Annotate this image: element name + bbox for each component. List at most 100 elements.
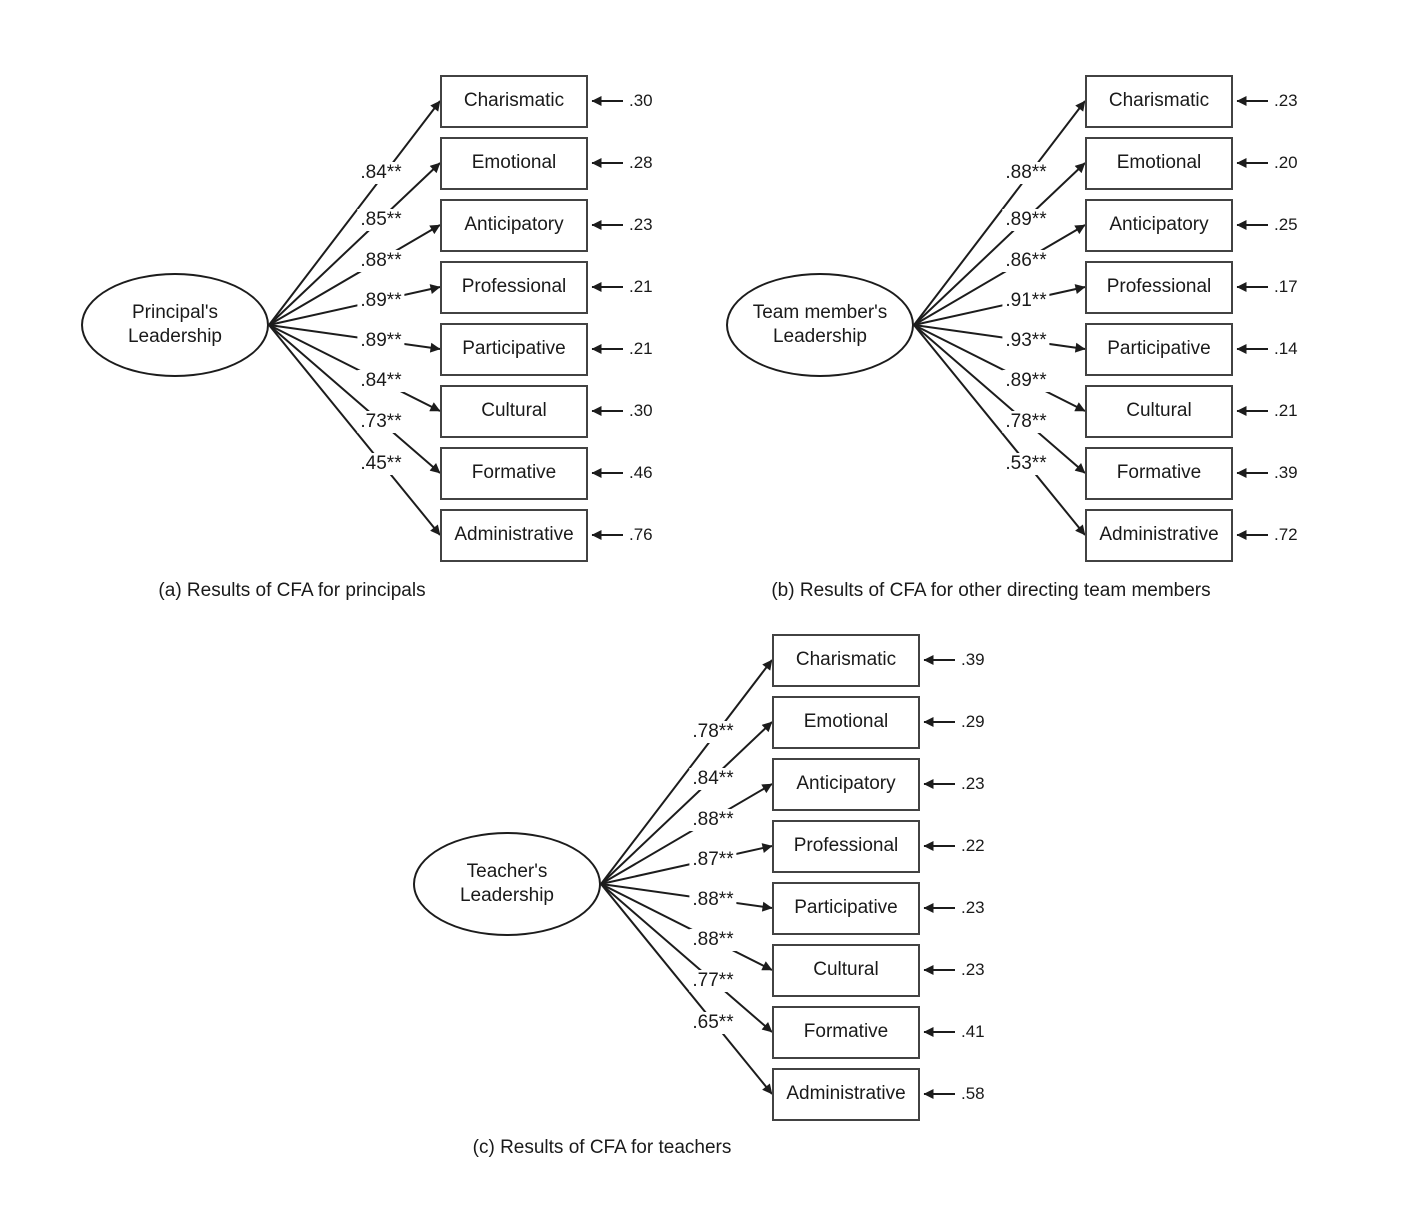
loading-arrow (268, 162, 441, 326)
loading-label: .65** (689, 1012, 737, 1034)
error-value: .29 (961, 712, 985, 731)
indicator-box-emotional: Emotional (1085, 136, 1233, 190)
indicator-label: Professional (793, 835, 899, 856)
latent-label-line2: Leadership (459, 885, 555, 906)
loading-label: .53** (1002, 453, 1050, 475)
indicator-box-emotional: Emotional (772, 695, 920, 749)
indicator-box-cultural: Cultural (440, 384, 588, 438)
indicator-box-administrative: Administrative (1085, 508, 1233, 562)
error-value: .21 (629, 339, 653, 358)
indicator-label: Anticipatory (1109, 214, 1209, 235)
loading-arrow (913, 324, 1086, 474)
loading-arrow (913, 324, 1086, 412)
indicator-box-cultural: Cultural (1085, 384, 1233, 438)
loading-arrow (268, 324, 441, 412)
loading-label: .84** (689, 768, 737, 790)
indicator-label: Formative (471, 462, 557, 483)
loading-label: .73** (357, 411, 405, 433)
error-value: .30 (629, 401, 653, 420)
loading-label: .87** (689, 849, 737, 871)
loading-arrow (268, 100, 441, 326)
loading-label: .89** (357, 330, 405, 352)
loading-label: .88** (689, 929, 737, 951)
loading-arrow (600, 883, 773, 971)
loading-arrow (268, 224, 441, 326)
error-value: .20 (1274, 153, 1298, 172)
indicator-label: Administrative (1099, 524, 1219, 545)
loading-label: .93** (1002, 330, 1050, 352)
error-value: .22 (961, 836, 985, 855)
error-value: .58 (961, 1084, 985, 1103)
indicator-label: Participative (794, 897, 898, 918)
loading-label: .88** (689, 809, 737, 831)
loading-arrow (913, 162, 1086, 326)
error-value: .23 (1274, 91, 1298, 110)
error-value: .41 (961, 1022, 985, 1041)
indicator-label: Formative (1116, 462, 1202, 483)
indicator-box-professional: Professional (1085, 260, 1233, 314)
loading-arrow (913, 100, 1086, 326)
indicator-label: Formative (803, 1021, 889, 1042)
loading-arrow (268, 324, 441, 536)
error-value: .23 (961, 898, 985, 917)
indicator-label: Cultural (481, 400, 547, 421)
loading-label: .78** (1002, 411, 1050, 433)
loading-label: .45** (357, 453, 405, 475)
error-value: .39 (1274, 463, 1298, 482)
indicator-box-administrative: Administrative (772, 1067, 920, 1121)
error-value: .23 (629, 215, 653, 234)
loading-label: .88** (357, 250, 405, 272)
indicator-box-participative: Participative (440, 322, 588, 376)
loading-label: .89** (1002, 370, 1050, 392)
error-value: .23 (961, 774, 985, 793)
loading-label: .86** (1002, 250, 1050, 272)
error-value: .25 (1274, 215, 1298, 234)
loading-arrow (600, 883, 773, 1033)
indicator-label: Administrative (454, 524, 574, 545)
loading-label: .91** (1002, 290, 1050, 312)
error-value: .21 (1274, 401, 1298, 420)
indicator-label: Participative (462, 338, 566, 359)
loading-label: .88** (1002, 162, 1050, 184)
loading-arrow (268, 324, 441, 474)
indicator-box-charismatic: Charismatic (772, 633, 920, 687)
error-value: .72 (1274, 525, 1298, 544)
loading-arrow (600, 783, 773, 885)
indicator-label: Emotional (803, 711, 889, 732)
latent-label-line1: Teacher's (466, 861, 548, 882)
indicator-box-formative: Formative (440, 446, 588, 500)
indicator-label: Charismatic (463, 90, 565, 111)
indicator-box-charismatic: Charismatic (440, 74, 588, 128)
indicator-label: Participative (1107, 338, 1211, 359)
indicator-label: Cultural (813, 959, 879, 980)
error-value: .23 (961, 960, 985, 979)
error-value: .21 (629, 277, 653, 296)
indicator-label: Emotional (1116, 152, 1202, 173)
error-value: .39 (961, 650, 985, 669)
loading-label: .84** (357, 162, 405, 184)
error-value: .46 (629, 463, 653, 482)
indicator-label: Charismatic (795, 649, 897, 670)
loading-arrow (600, 843, 773, 885)
indicator-box-anticipatory: Anticipatory (1085, 198, 1233, 252)
loading-label: .89** (1002, 209, 1050, 231)
loading-label: .85** (357, 209, 405, 231)
loading-arrow (913, 224, 1086, 326)
latent-label-line2: Leadership (772, 326, 868, 347)
loading-arrow (600, 659, 773, 885)
loading-label: .89** (357, 290, 405, 312)
loading-arrow (600, 883, 773, 912)
indicator-box-charismatic: Charismatic (1085, 74, 1233, 128)
indicator-box-participative: Participative (1085, 322, 1233, 376)
loading-arrow (268, 284, 441, 326)
indicator-label: Charismatic (1108, 90, 1210, 111)
error-value: .14 (1274, 339, 1298, 358)
indicator-box-emotional: Emotional (440, 136, 588, 190)
panel-caption: (b) Results of CFA for other directing t… (771, 580, 1211, 601)
latent-label-line1: Team member's (752, 302, 888, 323)
indicator-label: Anticipatory (464, 214, 564, 235)
indicator-box-participative: Participative (772, 881, 920, 935)
loading-arrow (913, 284, 1086, 326)
latent-label-line1: Principal's (132, 302, 218, 323)
